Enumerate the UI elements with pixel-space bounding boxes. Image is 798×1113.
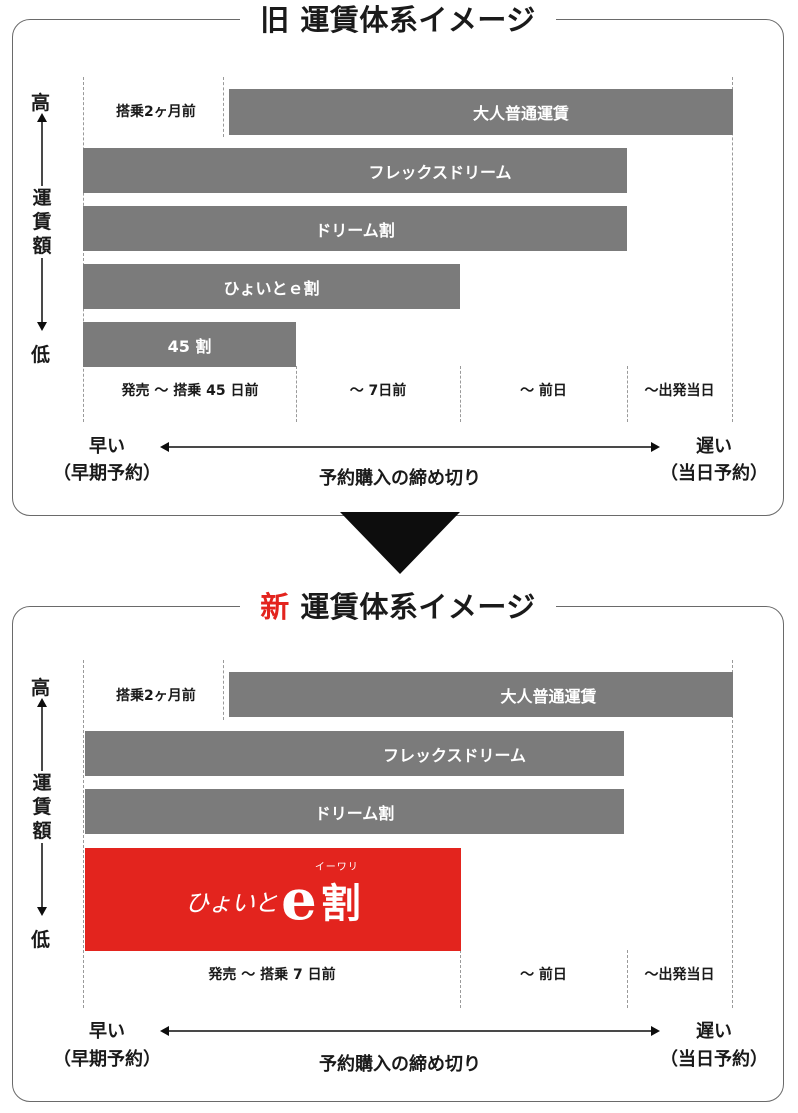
period-label: 〜出発当日 [644, 383, 715, 399]
fare-bar-45-wari: 45 割 [83, 322, 296, 367]
fare-bar-hyoito-e-wari: ひょいとｅ割 [83, 264, 460, 309]
new-title-prefix: 新 [260, 590, 290, 624]
period-label: 〜 7日前 [349, 383, 407, 399]
logo-ruby: イーワリ [314, 861, 359, 873]
guide-line [460, 366, 461, 422]
guide-line [223, 77, 224, 137]
late-label: 遅い [696, 1021, 732, 1042]
period-label: 〜 前日 [520, 383, 567, 399]
logo-kanji: 割 [320, 880, 361, 927]
guide-line [296, 366, 297, 422]
period-label: 〜出発当日 [644, 967, 715, 983]
guide-line [732, 660, 733, 1008]
horizontal-arrow-icon [160, 442, 660, 452]
guide-line [627, 366, 628, 422]
y-low-label: 低 [31, 929, 51, 951]
x-axis-label: 予約購入の締め切り [319, 468, 481, 489]
guide-line [460, 950, 461, 1008]
x-axis-label: 予約購入の締め切り [319, 1054, 481, 1075]
guide-line [223, 660, 224, 720]
y-low-label: 低 [31, 344, 51, 366]
period-label: 発売 〜 搭乗 7 日前 [208, 967, 336, 983]
hyoito-e-wari-logo: ひょいと e 割 イーワリ [185, 862, 361, 933]
fare-bar-dream-wari: ドリーム割 [85, 789, 624, 834]
y-axis-label: 運 賃 額 [30, 771, 54, 843]
horizontal-arrow-icon [160, 1026, 660, 1036]
fare-bar-dream-wari: ドリーム割 [83, 206, 627, 251]
period-label: 発売 〜 搭乗 45 日前 [121, 383, 259, 399]
boarding-2months-label: 搭乗2ヶ月前 [116, 104, 196, 120]
fare-bar-flex-dream: フレックスドリーム [85, 731, 624, 776]
logo-script-text: ひょいと [185, 888, 278, 917]
late-label: 遅い [696, 436, 732, 457]
early-sub-label: （早期予約） [53, 1049, 161, 1070]
boarding-2months-label: 搭乗2ヶ月前 [116, 688, 196, 704]
guide-line [627, 950, 628, 1008]
new-panel-title: 新 運賃体系イメージ [240, 587, 556, 627]
fare-bar-adult-normal: 大人普通運賃 [229, 89, 733, 135]
fare-bar-adult-normal: 大人普通運賃 [229, 672, 733, 717]
guide-line [83, 660, 84, 1008]
early-label: 早い [89, 436, 125, 457]
period-label: 〜 前日 [520, 967, 567, 983]
old-panel-title: 旧 運賃体系イメージ [240, 0, 556, 40]
late-sub-label: （当日予約） [660, 1049, 768, 1070]
hyoito-e-wari-logo-block: ひょいと e 割 イーワリ [85, 848, 461, 951]
early-sub-label: （早期予約） [53, 463, 161, 484]
y-high-label: 高 [31, 92, 51, 114]
y-axis-label: 運 賃 額 [30, 186, 54, 258]
fare-bar-flex-dream: フレックスドリーム [83, 148, 627, 193]
down-arrow-icon [340, 512, 460, 574]
late-sub-label: （当日予約） [660, 463, 768, 484]
early-label: 早い [89, 1021, 125, 1042]
logo-e-letter: e [281, 866, 317, 933]
y-high-label: 高 [31, 677, 51, 699]
guide-line [732, 77, 733, 422]
